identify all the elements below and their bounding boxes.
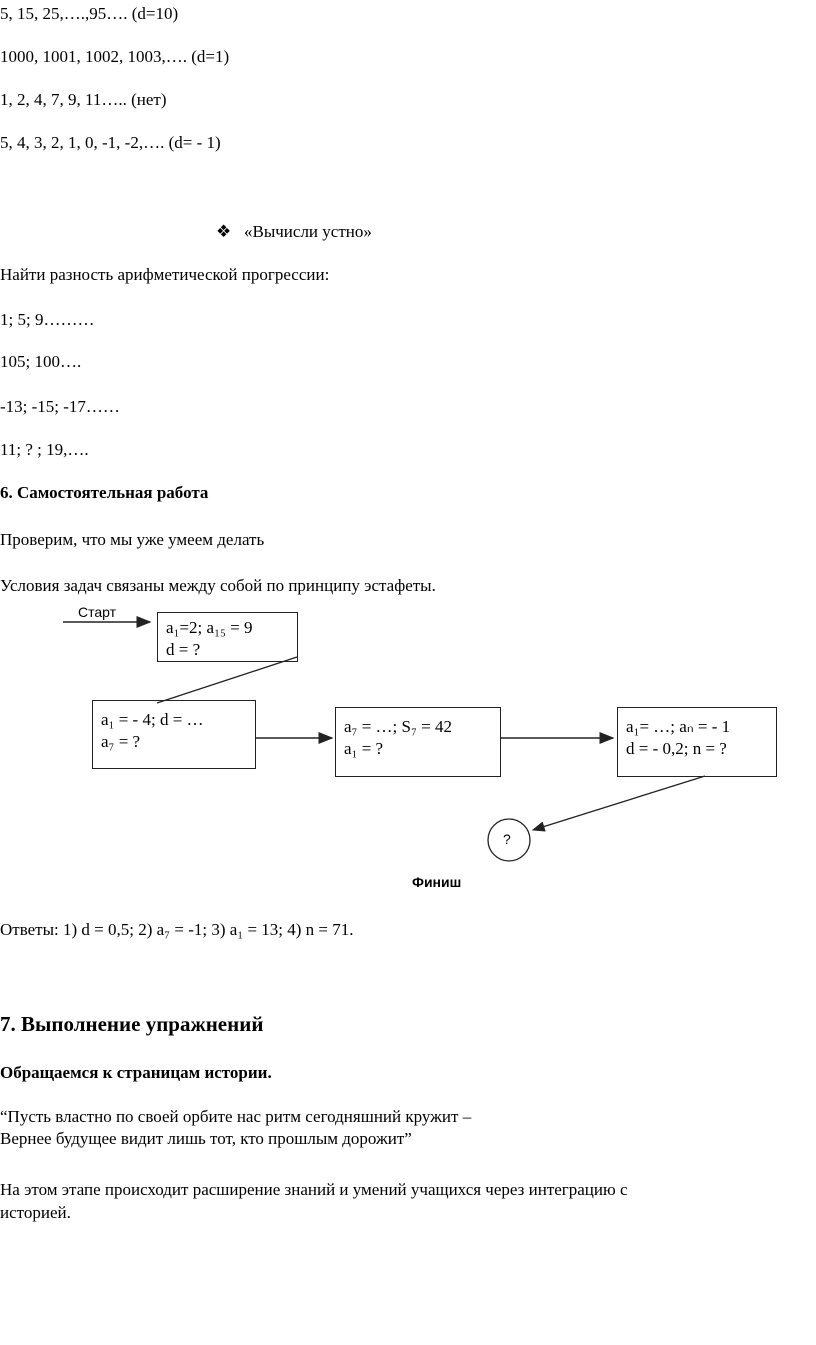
box-line: a₁ = - 4; d = …	[101, 710, 204, 729]
box-line: a₁=2; a₁₅ = 9	[166, 618, 253, 637]
box-line: a₇ = …; S₇ = 42	[344, 717, 453, 736]
section-6-line: Условия задач связаны между собой по при…	[0, 576, 436, 595]
section-6-line: Проверим, что мы уже умеем делать	[0, 530, 265, 549]
finish-circle	[487, 818, 531, 862]
box-line: a₇ = ?	[101, 732, 141, 751]
box-line: d = - 0,2; n = ?	[626, 739, 727, 758]
sequence-line: 1, 2, 4, 7, 9, 11….. (нет)	[0, 90, 167, 109]
oral-title: «Вычисли устно»	[244, 222, 372, 241]
task-box-1: a₁=2; a₁₅ = 9 d = ?	[157, 612, 298, 662]
section-6-title: 6. Самостоятельная работа	[0, 483, 209, 502]
oral-heading: ❖ «Вычисли устно»	[216, 222, 372, 242]
paragraph-line: историей.	[0, 1203, 71, 1222]
task-text: Найти разность арифметической прогрессии…	[0, 265, 330, 284]
oral-item: 11; ? ; 19,….	[0, 440, 89, 459]
box-line: d = ?	[166, 640, 201, 659]
quote-line: Вернее будущее видит лишь тот, кто прошл…	[0, 1129, 412, 1148]
sequence-line: 5, 15, 25,….,95…. (d=10)	[0, 4, 179, 23]
task-box-4: a₁= …; aₙ = - 1 d = - 0,2; n = ?	[617, 707, 777, 777]
task-box-2: a₁ = - 4; d = … a₇ = ?	[92, 700, 256, 769]
diamond-bullet-icon: ❖	[216, 222, 232, 241]
section-7-title: 7. Выполнение упражнений	[0, 1012, 264, 1036]
connector-arrow	[531, 775, 706, 832]
finish-label: Финиш	[412, 874, 462, 890]
start-label: Старт	[78, 604, 117, 620]
paragraph-line: На этом этапе происходит расширение знан…	[0, 1180, 628, 1199]
box-line: a₁ = ?	[344, 739, 384, 758]
sequence-line: 1000, 1001, 1002, 1003,…. (d=1)	[0, 47, 230, 66]
finish-circle-label: ?	[503, 831, 511, 847]
oral-item: 105; 100….	[0, 352, 82, 371]
answers-line: Ответы: 1) d = 0,5; 2) a₇ = -1; 3) a₁ = …	[0, 920, 354, 939]
quote-line: “Пусть властно по своей орбите нас ритм …	[0, 1107, 472, 1126]
sequence-line: 5, 4, 3, 2, 1, 0, -1, -2,…. (d= - 1)	[0, 133, 221, 152]
task-box-3: a₇ = …; S₇ = 42 a₁ = ?	[335, 707, 501, 777]
oral-item: -13; -15; -17……	[0, 397, 120, 416]
oral-item: 1; 5; 9………	[0, 310, 95, 329]
connector-line	[156, 656, 298, 704]
section-7-subtitle: Обращаемся к страницам истории.	[0, 1063, 272, 1082]
box-line: a₁= …; aₙ = - 1	[626, 717, 731, 736]
